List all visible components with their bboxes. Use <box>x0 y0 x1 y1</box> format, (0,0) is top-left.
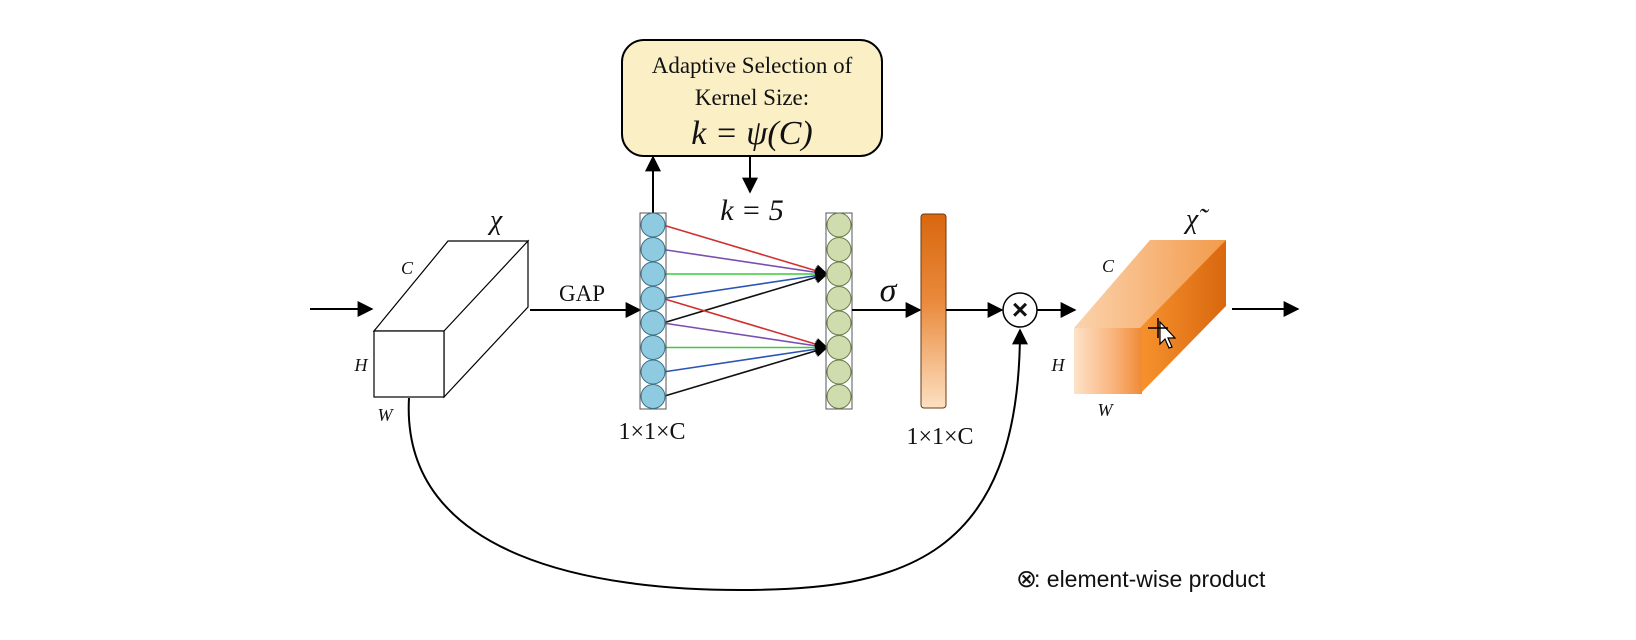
kernel-box-formula: k = ψ(C) <box>691 115 812 152</box>
weight-vector-label: 1×1×C <box>906 424 973 450</box>
output-tensor-label-h: H <box>1051 355 1066 375</box>
input-tensor-front <box>373 330 445 398</box>
input-tensor-label-c: C <box>401 258 414 278</box>
multiply-symbol: × <box>1012 294 1028 325</box>
conv-vector-node <box>826 310 852 336</box>
conv-vector-node <box>826 359 852 385</box>
input-tensor-symbol: χ <box>487 205 503 236</box>
output-tensor-symbol: χ̃ <box>1183 204 1210 235</box>
input-tensor: χ C H W <box>354 205 530 425</box>
output-tensor-label-w: W <box>1098 400 1115 420</box>
conv-vector-node <box>826 261 852 287</box>
conv-connection-line <box>662 224 829 277</box>
multiply-node: × <box>1002 292 1038 328</box>
input-tensor-label-w: W <box>378 405 395 425</box>
kernel-box-line1: Adaptive Selection of <box>652 53 853 78</box>
conv-connection-line <box>662 269 829 300</box>
conv-connections <box>662 224 829 398</box>
gap-vector-node <box>640 384 666 409</box>
gap-label: GAP <box>559 281 605 306</box>
gap-vector <box>640 212 666 409</box>
gap-vector-node <box>640 212 666 238</box>
legend: ⊗ : element-wise product <box>1016 565 1266 593</box>
input-tensor-label-h: H <box>354 355 369 375</box>
conv-vector-node <box>826 335 852 360</box>
conv-connection-line <box>662 342 829 373</box>
conv-vector-node <box>826 237 852 262</box>
gap-vector-node <box>640 310 666 336</box>
conv-vector-node <box>826 286 852 311</box>
kernel-value-label: k = 5 <box>720 194 784 227</box>
sigmoid-label: σ <box>880 272 898 309</box>
kernel-size-box-frame <box>621 39 883 157</box>
conv-vector <box>826 212 852 409</box>
conv-vector-node <box>826 384 852 409</box>
legend-text: : element-wise product <box>1034 566 1266 592</box>
gap-vector-node <box>640 359 666 385</box>
conv-connection-line <box>662 344 829 398</box>
kernel-box-line2: Kernel Size: <box>695 85 809 110</box>
conv-connection-line <box>662 322 829 353</box>
output-tensor-top <box>1074 240 1226 328</box>
output-tensor-side <box>1140 240 1226 394</box>
channel-weight-bar <box>920 213 947 409</box>
move-cross-icon <box>1148 318 1168 338</box>
gap-vector-node <box>640 335 666 360</box>
conv-connection-line <box>662 271 829 324</box>
output-tensor: χ̃ C H W <box>1051 204 1226 420</box>
output-tensor-label-c: C <box>1102 256 1115 276</box>
gap-vector-node <box>640 261 666 287</box>
conv-vector-node <box>826 212 852 238</box>
gap-vector-label: 1×1×C <box>618 419 685 445</box>
gap-vector-node <box>640 286 666 311</box>
conv-connection-line <box>662 297 829 351</box>
gap-vector-node <box>640 237 666 262</box>
skip-connection <box>407 328 1028 592</box>
conv-connection-line <box>662 248 829 279</box>
kernel-size-box: Adaptive Selection of Kernel Size: k = ψ… <box>621 39 883 157</box>
output-tensor-front <box>1074 328 1142 394</box>
legend-symbol: ⊗ <box>1016 565 1037 593</box>
